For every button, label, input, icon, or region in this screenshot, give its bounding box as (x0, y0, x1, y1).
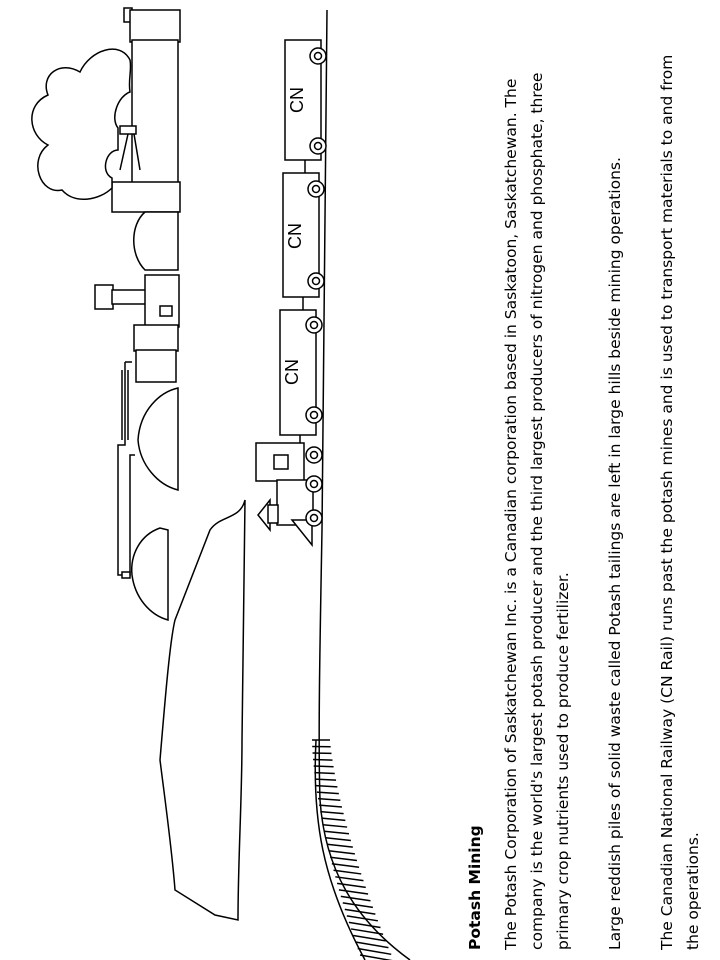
car-label-1: CN (287, 87, 307, 113)
railway-tie (359, 954, 393, 960)
railway-tie (324, 830, 350, 835)
railway-tie (313, 765, 334, 768)
coupler (299, 160, 306, 443)
paragraph-3: The Canadian National Railway (CN Rail) … (658, 54, 702, 950)
railway-tie (344, 908, 376, 915)
railway-tie (317, 797, 341, 802)
wheels (305, 47, 327, 527)
smoke-cloud (31, 48, 132, 200)
railway-tie (315, 784, 338, 788)
car-label-2: CN (285, 223, 305, 249)
railway-tie (328, 850, 355, 855)
paragraph-2: Large reddish piles of solid waste calle… (606, 157, 624, 950)
tailings-dome-2 (131, 527, 169, 621)
locomotive (255, 442, 314, 548)
railway-tie (316, 791, 339, 795)
railway-ties (312, 739, 393, 960)
mine-buildings (94, 7, 181, 579)
railway-tie (333, 869, 362, 875)
railway-tie (330, 856, 358, 862)
car-label-3: CN (282, 359, 302, 385)
railway-tie (326, 843, 353, 848)
wheel (307, 180, 325, 198)
railway-tie (336, 882, 366, 889)
railway-tie (319, 804, 343, 808)
railway-tie (335, 876, 364, 882)
railway-tie (342, 902, 374, 909)
railway-tie (338, 889, 369, 895)
wheel (305, 475, 323, 493)
wheel (309, 137, 327, 155)
wheel (309, 47, 327, 65)
railway-tie (313, 758, 333, 761)
wheel (305, 316, 323, 334)
wheel (305, 509, 323, 527)
railway-tie (348, 921, 381, 929)
railway-tie (331, 863, 360, 868)
paragraph-1: The Potash Corporation of Saskatchewan I… (502, 72, 572, 950)
railway-tie (322, 823, 348, 828)
railway-tie (314, 771, 335, 775)
page-title: Potash Mining (466, 825, 484, 950)
tailings-hill (159, 499, 246, 921)
railway-tie (350, 928, 384, 935)
railway-track (314, 9, 411, 960)
text-block: Potash Mining The Potash Corporation of … (450, 20, 720, 960)
wheel (305, 446, 323, 464)
railway-tie (346, 915, 379, 922)
wheel (307, 272, 325, 290)
railway-tie (355, 941, 389, 949)
railway-tie (353, 934, 386, 942)
railway-tie (325, 836, 351, 842)
wheel (305, 406, 323, 424)
railway-tie (320, 810, 344, 815)
railway-tie (357, 947, 392, 956)
tailings-dome-1 (137, 387, 179, 491)
railway-tie (321, 817, 346, 822)
railway-tie (340, 895, 371, 902)
railway-tie (315, 778, 337, 781)
